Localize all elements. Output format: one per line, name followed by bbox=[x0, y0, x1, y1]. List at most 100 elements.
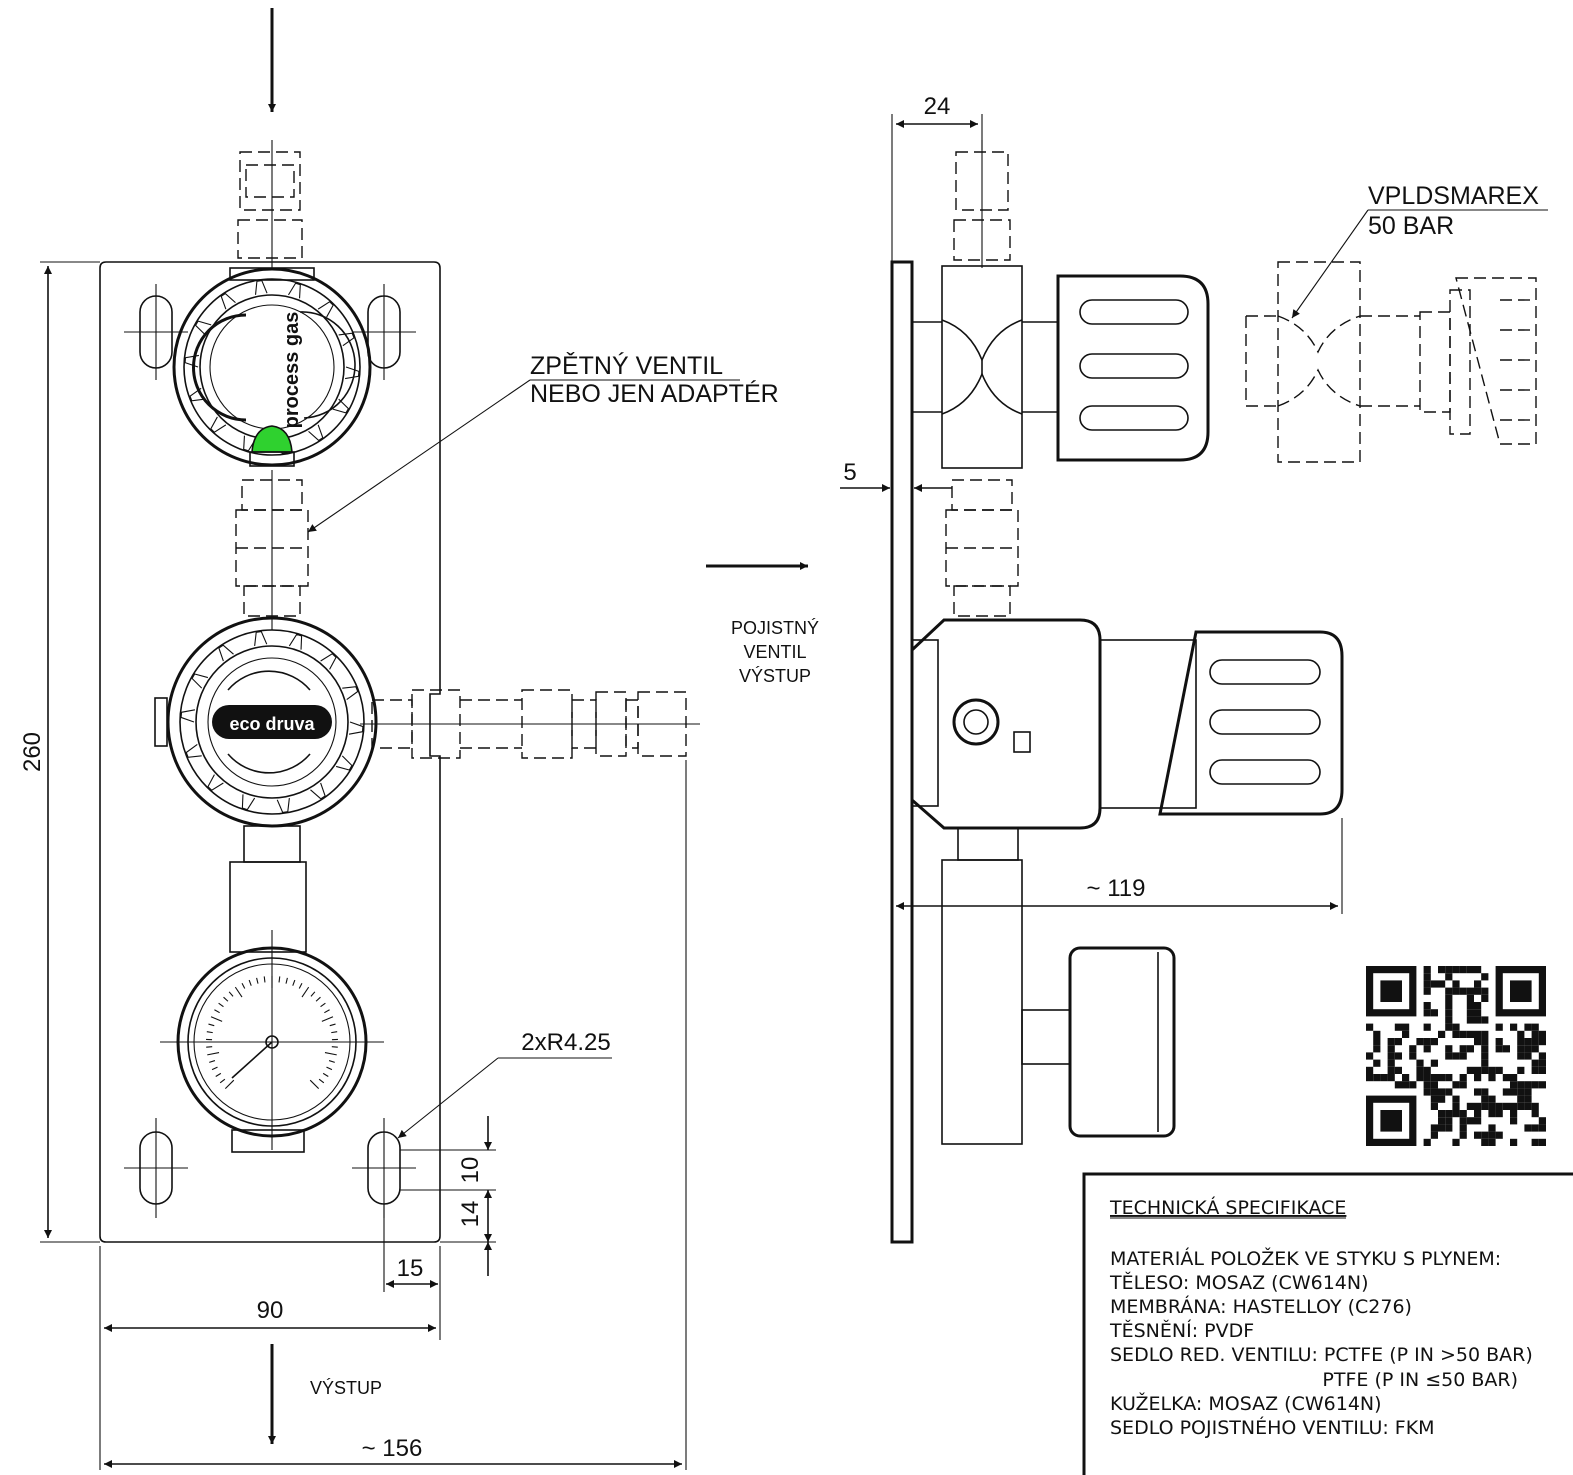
dimension-overall-width: ~ 156 bbox=[104, 760, 687, 1470]
relief-label-1: POJISTNÝ bbox=[731, 618, 819, 638]
knurl bbox=[254, 279, 268, 295]
detail-label-2: 50 BAR bbox=[1368, 212, 1454, 240]
check-valve-callout: ZPĚTNÝ VENTIL NEBO JEN ADAPTÉR bbox=[307, 351, 779, 533]
dim-plate-label: 5 bbox=[843, 459, 856, 486]
knurl bbox=[243, 435, 257, 452]
knurl bbox=[241, 794, 256, 811]
gauge-tick bbox=[321, 1016, 334, 1022]
spec-line-seat: SEDLO RED. VENTILU: PCTFE (P IN >50 BAR) bbox=[1110, 1344, 1533, 1366]
knurl bbox=[191, 673, 209, 689]
gauge-tick bbox=[207, 1051, 220, 1056]
knurl bbox=[185, 743, 202, 758]
knob-groove bbox=[1209, 659, 1321, 685]
gauge-tick bbox=[322, 1072, 329, 1077]
dim-plate-width-label: 90 bbox=[257, 1297, 284, 1324]
gauge-tick bbox=[331, 1031, 338, 1034]
detail-view: VPLDSMAREX 50 BAR bbox=[1245, 182, 1548, 463]
knurl bbox=[308, 424, 324, 442]
qr-code bbox=[1366, 966, 1546, 1146]
knurl bbox=[288, 633, 303, 650]
mounting-plate bbox=[99, 261, 441, 1243]
gauge-tick bbox=[215, 1072, 222, 1077]
knurl bbox=[287, 282, 301, 299]
knurl bbox=[320, 653, 337, 670]
knob-groove bbox=[1209, 709, 1321, 735]
spec-line-seal: TĚSNĚNÍ: PVDF bbox=[1109, 1319, 1254, 1342]
gauge-tick bbox=[301, 986, 310, 998]
gauge-tick bbox=[309, 1079, 320, 1090]
knurl bbox=[317, 301, 334, 318]
side-inlet-fitting bbox=[953, 140, 1011, 268]
gauge-tick bbox=[218, 1002, 224, 1008]
side-view: 24 5 bbox=[840, 93, 1344, 1244]
side-check-valve bbox=[945, 479, 1019, 617]
detail-label-1: VPLDSMAREX bbox=[1368, 182, 1539, 210]
side-gauge bbox=[941, 859, 1176, 1145]
spec-line-relief-seat: SEDLO POJISTNÉHO VENTILU: FKM bbox=[1110, 1416, 1435, 1439]
dim-slot-len-label: 10 bbox=[457, 1157, 484, 1184]
knurl bbox=[220, 292, 236, 310]
side-middle-regulator bbox=[910, 618, 1344, 861]
gauge-tick bbox=[324, 1009, 330, 1014]
gauge-tick bbox=[315, 996, 321, 1002]
dimension-height: 260 bbox=[19, 261, 100, 1243]
knob-groove bbox=[1079, 299, 1189, 325]
dim-height-label: 260 bbox=[19, 732, 46, 772]
gauge-tick bbox=[234, 986, 243, 998]
gauge-tick bbox=[228, 991, 234, 997]
knurl bbox=[338, 332, 355, 347]
top-regulator-brand: process gas bbox=[281, 312, 303, 429]
knurl bbox=[184, 354, 200, 368]
relief-label-2: VENTIL bbox=[743, 642, 806, 662]
gauge-tick bbox=[329, 1023, 336, 1027]
relief-valve-outlet: POJISTNÝ VENTIL VÝSTUP bbox=[706, 562, 819, 686]
knob-groove bbox=[1079, 353, 1189, 379]
gauge-tick bbox=[241, 982, 246, 989]
spec-line-poppet: KUŽELKA: MOSAZ (CW614N) bbox=[1110, 1392, 1382, 1415]
dimension-side-top: 24 bbox=[891, 93, 983, 262]
knob-groove bbox=[1209, 759, 1321, 785]
slot-radius-callout: 2xR4.25 bbox=[397, 1029, 612, 1139]
technical-specification: TECHNICKÁ SPECIFIKACE MATERIÁL POLOŽEK V… bbox=[1082, 1172, 1573, 1475]
dim-slot-offset-label: 15 bbox=[397, 1255, 424, 1282]
gauge-tick bbox=[256, 977, 259, 984]
dimension-plate-width: 90 bbox=[99, 1246, 441, 1470]
mounting-slots bbox=[124, 284, 416, 1218]
gauge-tick bbox=[278, 976, 281, 983]
gauge-tick bbox=[310, 991, 316, 997]
side-top-regulator bbox=[912, 265, 1210, 469]
gauge-tick bbox=[206, 1031, 213, 1034]
gauge-tick bbox=[208, 1023, 215, 1027]
knurl bbox=[342, 686, 359, 701]
check-valve bbox=[235, 470, 309, 630]
gauge-tick bbox=[318, 1078, 325, 1084]
pressure-gauge bbox=[160, 861, 384, 1153]
knurl bbox=[210, 416, 227, 433]
slot-radius-label: 2xR4.25 bbox=[521, 1029, 610, 1056]
outlet-label: VÝSTUP bbox=[310, 1378, 382, 1398]
gauge-tick bbox=[224, 1079, 235, 1090]
gauge-tick bbox=[223, 996, 229, 1002]
knurl bbox=[207, 774, 224, 791]
knob-groove bbox=[1079, 405, 1189, 431]
gauge-tick bbox=[292, 979, 296, 986]
middle-regulator-brand: eco druva bbox=[229, 714, 315, 734]
gauge-tick bbox=[326, 1066, 333, 1071]
gauge-tick bbox=[328, 1060, 335, 1063]
dim-depth-label: ~ 119 bbox=[1087, 875, 1146, 902]
dimension-depth: ~ 119 bbox=[896, 818, 1343, 914]
gauge-needle bbox=[231, 1041, 273, 1079]
dim-overall-width-label: ~ 156 bbox=[362, 1435, 423, 1462]
gauge-tick bbox=[248, 979, 252, 986]
dimension-slot-offset: 15 bbox=[383, 1204, 438, 1292]
knurl bbox=[194, 320, 212, 336]
relief-label-3: VÝSTUP bbox=[739, 666, 811, 686]
pressure-indicator-icon bbox=[251, 425, 293, 453]
knurl bbox=[254, 631, 268, 647]
gauge-tick bbox=[263, 976, 266, 983]
gauge-tick bbox=[214, 1009, 220, 1014]
front-view: process gas eco druva bbox=[19, 8, 779, 1470]
spec-line-body: TĚLESO: MOSAZ (CW614N) bbox=[1109, 1271, 1369, 1294]
knurl bbox=[276, 797, 290, 813]
